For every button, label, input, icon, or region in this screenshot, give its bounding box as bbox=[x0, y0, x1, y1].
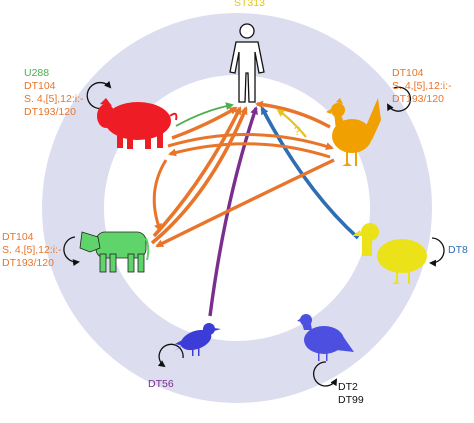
self-loop-chicken bbox=[387, 86, 412, 112]
self-loop-pigeon bbox=[312, 361, 338, 387]
arrow-cow-to-human-orange-b bbox=[150, 106, 248, 245]
duck-label-1: DT8 bbox=[448, 244, 468, 256]
arrow-chicken-to-human-orange bbox=[255, 100, 331, 129]
cow-label-1: DT104 bbox=[2, 231, 34, 243]
chicken-icon bbox=[326, 98, 381, 166]
cow-icon bbox=[79, 231, 150, 273]
transmission-arrows bbox=[150, 100, 360, 317]
small-bird-label-1: DT56 bbox=[148, 378, 174, 390]
arrow-small-bird-to-human-purple bbox=[208, 106, 258, 317]
chicken-label-3: DT193/120 bbox=[392, 93, 444, 105]
pig-label-4: DT193/120 bbox=[24, 106, 76, 118]
arrow-chicken-to-human-yellow bbox=[276, 108, 307, 138]
pigeon-labels: DT2 DT99 bbox=[338, 381, 364, 407]
self-loop-pig bbox=[86, 80, 112, 110]
pig-label-3: S. 4,[5],12:i:- bbox=[24, 93, 84, 105]
pig-label-2: DT104 bbox=[24, 80, 56, 92]
duck-labels: DT8 bbox=[448, 244, 468, 257]
cow-label-3: DT193/120 bbox=[2, 257, 54, 269]
pigeon-label-1: DT2 bbox=[338, 381, 358, 393]
human-icon bbox=[229, 23, 265, 103]
arrow-pig-to-human-orange bbox=[171, 106, 238, 140]
pigeon-label-2: DT99 bbox=[338, 394, 364, 406]
arrow-chicken-to-pig-orange bbox=[168, 142, 331, 159]
arrow-pig-to-chicken-orange bbox=[167, 132, 334, 151]
self-loop-small-bird bbox=[157, 343, 184, 368]
small-bird-labels: DT56 bbox=[148, 378, 174, 391]
cow-label-2: S. 4,[5],12:i:- bbox=[2, 244, 62, 256]
question-mark: ? bbox=[294, 124, 301, 138]
chicken-label-1: DT104 bbox=[392, 67, 424, 79]
pig-icon bbox=[97, 98, 178, 149]
arrow-pig-to-human-green bbox=[175, 102, 234, 127]
small-bird-icon bbox=[173, 323, 221, 356]
chicken-label-2: S. 4,[5],12:i:- bbox=[392, 80, 452, 92]
pig-labels: U288 DT104 S. 4,[5],12:i:- DT193/120 bbox=[24, 67, 84, 119]
duck-icon bbox=[352, 223, 427, 284]
chicken-labels: DT104 S. 4,[5],12:i:- DT193/120 bbox=[392, 67, 452, 106]
human-label: ST313 bbox=[234, 0, 265, 9]
self-loop-duck bbox=[429, 237, 445, 267]
arrow-chicken-to-cow-orange bbox=[155, 158, 335, 248]
arrow-pig-to-cow-orange bbox=[152, 159, 168, 232]
pigeon-icon bbox=[297, 314, 354, 361]
pig-label-1: U288 bbox=[24, 67, 50, 79]
arrow-cow-to-human-orange-a bbox=[152, 106, 242, 238]
arrow-duck-to-human-blue bbox=[260, 106, 360, 240]
cow-labels: DT104 S. 4,[5],12:i:- DT193/120 bbox=[2, 231, 62, 270]
self-loop-cow bbox=[63, 236, 80, 267]
